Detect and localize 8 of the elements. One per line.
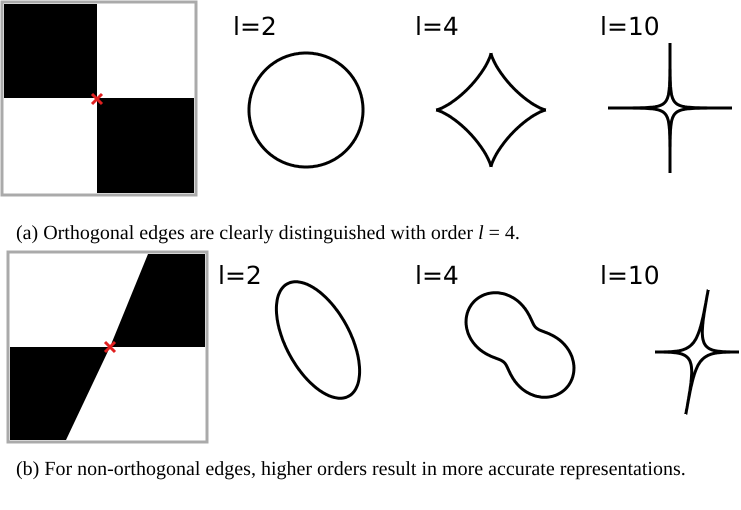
order-label: l=2 [233,13,277,41]
figure-caption: (a) Orthogonal edges are clearly distinguished with order l = 4. [16,221,520,245]
order-label: l=2 [218,262,262,290]
figure-caption: (b) For non-orthogonal edges, higher orders result in more accurate representations. [16,457,687,481]
order-label: l=10 [600,13,660,41]
order-label: l=4 [415,262,459,290]
order-label: l=4 [415,13,459,41]
order-label: l=10 [600,262,660,290]
